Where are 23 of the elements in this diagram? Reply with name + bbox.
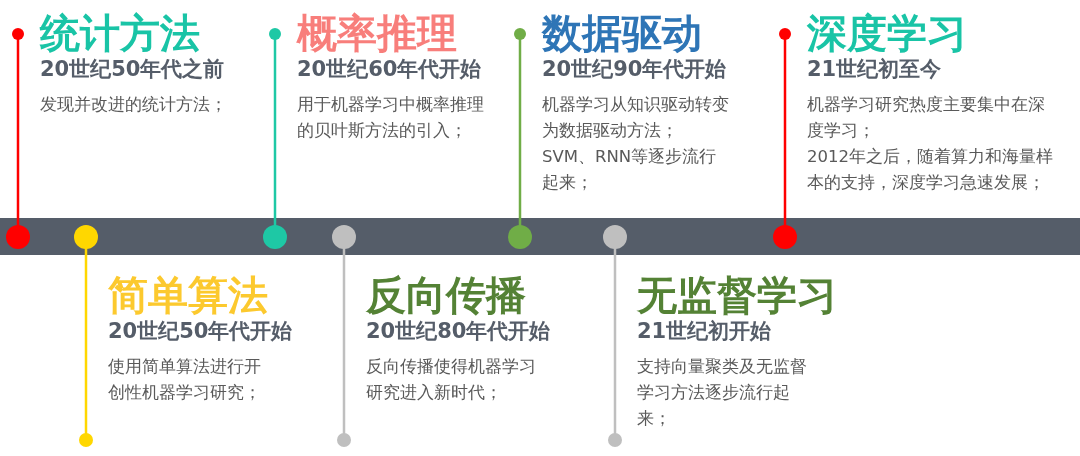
era-title: 数据驱动 xyxy=(542,10,702,56)
description-text: 2012年之后，随着算力和海量样本的支持，深度学习急速发展； xyxy=(807,146,1054,194)
period-label: 21世纪初至今 xyxy=(807,56,942,82)
description-text: 发现并改进的统计方法； xyxy=(40,94,228,116)
period-label: 20世纪80年代开始 xyxy=(366,318,551,344)
era-title: 简单算法 xyxy=(108,272,268,318)
period-label: 20世纪50年代开始 xyxy=(108,318,293,344)
description-text: 机器学习从知识驱动转变为数据驱动方法； xyxy=(542,94,730,142)
era-title: 无监督学习 xyxy=(637,272,837,318)
period-label: 20世纪90年代开始 xyxy=(542,56,727,82)
description-text: 反向传播使得机器学习研究进入新时代； xyxy=(366,356,537,404)
era-title: 统计方法 xyxy=(40,10,200,56)
era-title: 深度学习 xyxy=(807,10,967,56)
description-text: 使用简单算法进行开创性机器学习研究； xyxy=(108,356,262,404)
period-label: 21世纪初开始 xyxy=(637,318,772,344)
description-text: 机器学习研究热度主要集中在深度学习； xyxy=(807,94,1046,142)
era-title: 概率推理 xyxy=(297,10,457,56)
description-text: 用于机器学习中概率推理的贝叶斯方法的引入； xyxy=(297,94,485,142)
period-label: 20世纪50年代之前 xyxy=(40,56,225,82)
period-label: 20世纪60年代开始 xyxy=(297,56,482,82)
era-title: 反向传播 xyxy=(366,272,526,318)
description-text: 支持向量聚类及无监督学习方法逐步流行起来； xyxy=(637,356,808,430)
description-text: SVM、RNN等逐步流行起来； xyxy=(542,146,718,194)
